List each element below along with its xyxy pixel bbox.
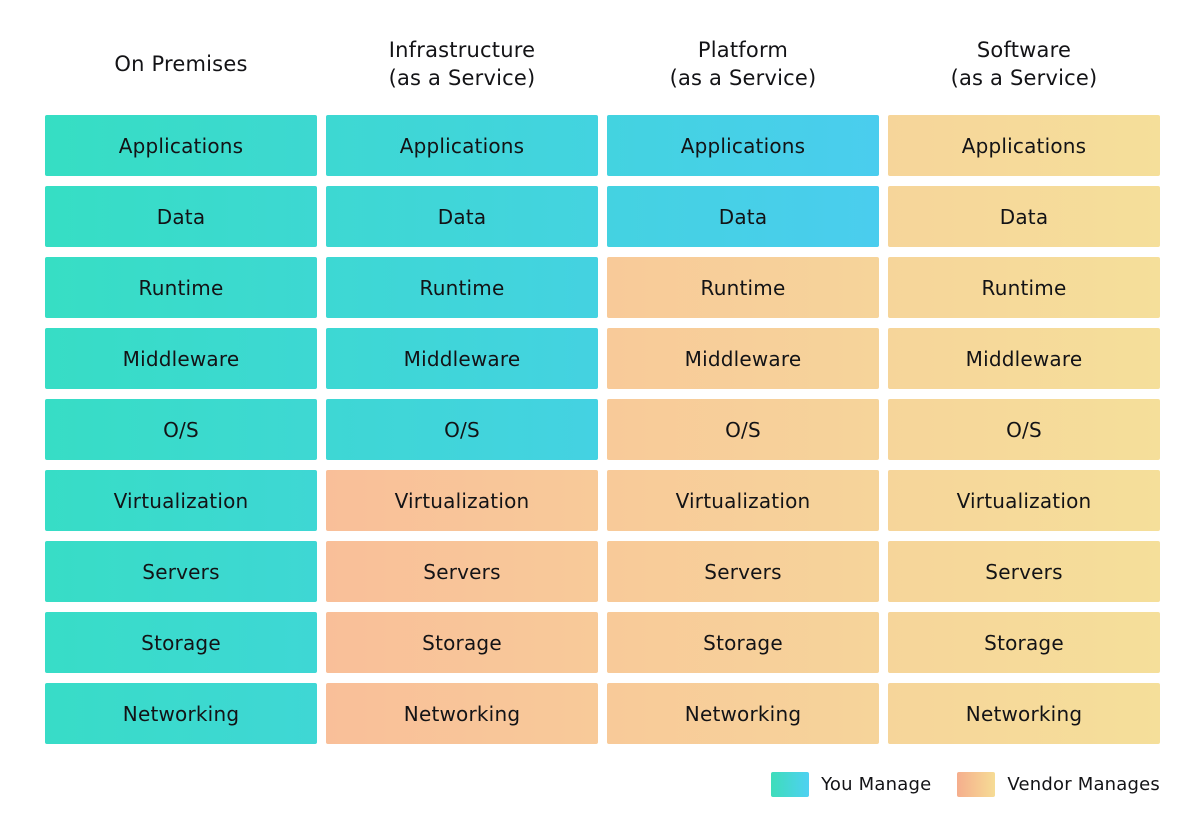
- cell-paas-runtime: Runtime: [607, 257, 879, 318]
- legend-swatch-you: [771, 772, 810, 797]
- cell-on-premises-runtime: Runtime: [45, 257, 317, 318]
- cell-iaas-storage: Storage: [326, 612, 598, 673]
- column-header-iaas: Infrastructure (as a Service): [388, 37, 536, 90]
- column-header-paas: Platform (as a Service): [669, 37, 817, 90]
- cell-saas-data: Data: [888, 186, 1160, 247]
- cell-saas-runtime: Runtime: [888, 257, 1160, 318]
- cell-on-premises-middleware: Middleware: [45, 328, 317, 389]
- legend-label-you: You Manage: [821, 774, 932, 795]
- cell-saas-o-s: O/S: [888, 399, 1160, 460]
- cell-paas-storage: Storage: [607, 612, 879, 673]
- cell-saas-applications: Applications: [888, 115, 1160, 176]
- cell-saas-middleware: Middleware: [888, 328, 1160, 389]
- legend-item-vendor: Vendor Manages: [957, 772, 1160, 797]
- legend-label-vendor: Vendor Manages: [1007, 774, 1160, 795]
- cell-on-premises-networking: Networking: [45, 683, 317, 744]
- legend: You Manage Vendor Manages: [771, 772, 1160, 797]
- cell-saas-virtualization: Virtualization: [888, 470, 1160, 531]
- legend-swatch-vendor: [957, 772, 996, 797]
- cell-on-premises-virtualization: Virtualization: [45, 470, 317, 531]
- column-header-saas: Software (as a Service): [950, 37, 1098, 90]
- cell-on-premises-o-s: O/S: [45, 399, 317, 460]
- cell-iaas-virtualization: Virtualization: [326, 470, 598, 531]
- cell-saas-networking: Networking: [888, 683, 1160, 744]
- cell-paas-data: Data: [607, 186, 879, 247]
- cell-on-premises-applications: Applications: [45, 115, 317, 176]
- cell-saas-servers: Servers: [888, 541, 1160, 602]
- cell-paas-servers: Servers: [607, 541, 879, 602]
- cell-on-premises-data: Data: [45, 186, 317, 247]
- cell-iaas-runtime: Runtime: [326, 257, 598, 318]
- cell-saas-storage: Storage: [888, 612, 1160, 673]
- cell-iaas-middleware: Middleware: [326, 328, 598, 389]
- cell-iaas-servers: Servers: [326, 541, 598, 602]
- column-iaas: Infrastructure (as a Service) Application…: [326, 25, 598, 744]
- column-header-on-premises: On Premises: [114, 51, 248, 76]
- cell-paas-middleware: Middleware: [607, 328, 879, 389]
- cell-iaas-data: Data: [326, 186, 598, 247]
- cell-iaas-applications: Applications: [326, 115, 598, 176]
- cell-on-premises-servers: Servers: [45, 541, 317, 602]
- cell-paas-applications: Applications: [607, 115, 879, 176]
- cell-iaas-networking: Networking: [326, 683, 598, 744]
- cell-on-premises-storage: Storage: [45, 612, 317, 673]
- cell-iaas-o-s: O/S: [326, 399, 598, 460]
- cell-paas-o-s: O/S: [607, 399, 879, 460]
- cell-paas-virtualization: Virtualization: [607, 470, 879, 531]
- legend-item-you: You Manage: [771, 772, 931, 797]
- cell-paas-networking: Networking: [607, 683, 879, 744]
